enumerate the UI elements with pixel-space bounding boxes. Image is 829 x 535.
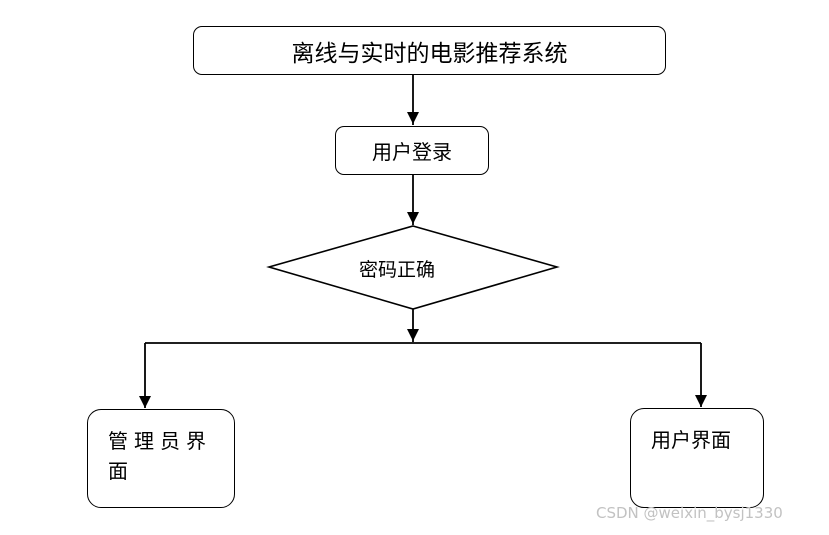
arrowhead-user (695, 395, 707, 407)
user-interface-box: 用户界面 (630, 408, 764, 508)
admin-interface-box: 管理员界面 (87, 409, 235, 508)
system-title-label: 离线与实时的电影推荐系统 (291, 40, 568, 67)
decision-label: 密码正确 (358, 258, 435, 281)
arrowhead-split (407, 329, 419, 341)
arrowhead-login (407, 112, 419, 124)
system-title-box: 离线与实时的电影推荐系统 (193, 26, 666, 75)
arrowhead-decision (407, 212, 419, 224)
user-interface-label: 用户界面 (651, 428, 731, 452)
arrowhead-admin (139, 396, 151, 408)
watermark: CSDN @weixin_bysj1330 (596, 504, 783, 522)
user-login-box: 用户登录 (335, 126, 489, 175)
admin-interface-label: 管理员界面 (108, 429, 212, 483)
user-login-label: 用户登录 (372, 140, 452, 164)
